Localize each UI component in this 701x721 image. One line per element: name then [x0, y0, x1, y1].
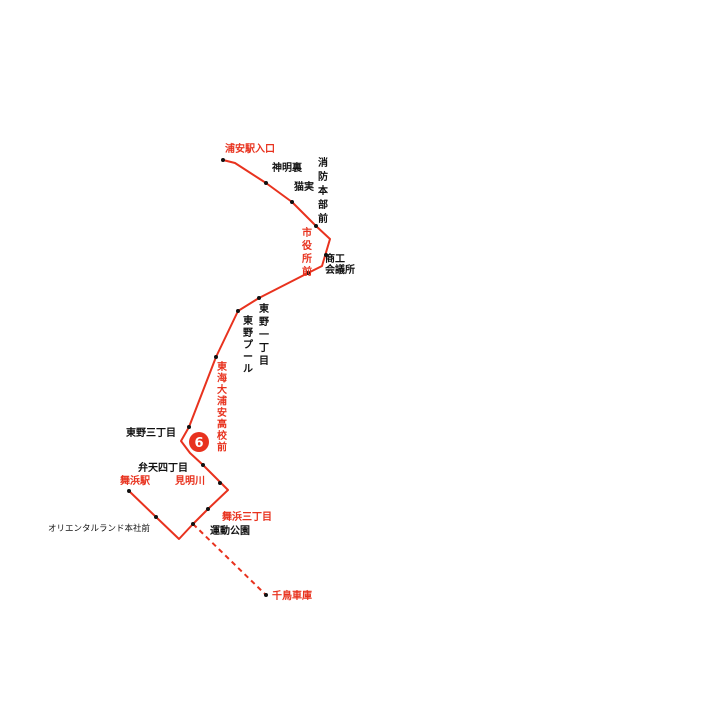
stop-label-higashino-1chome: 東野一丁目: [259, 302, 269, 367]
route-line: [128, 159, 331, 540]
stop-dot: [314, 224, 318, 228]
stop-label-shinmei-ura: 神明裏: [272, 161, 303, 174]
stop-label-higashino-pool: 東野プール: [243, 314, 254, 375]
stop-dot: [218, 481, 222, 485]
route-number-badge: 6: [189, 432, 209, 452]
stop-dot: [214, 355, 218, 359]
stop-label-shobo-honbu-mae: 消防本部前: [318, 156, 329, 225]
stop-dot: [324, 253, 328, 257]
stop-dot: [201, 463, 205, 467]
stop-dot: [264, 181, 268, 185]
stop-label-maihama-3chome: 舞浜三丁目: [222, 510, 272, 523]
stop-label-higashino-3chome: 東野三丁目: [126, 426, 176, 439]
stop-markers: [127, 158, 328, 597]
route-number: 6: [194, 436, 203, 451]
stop-label-kenmeigawa: 見明川: [174, 475, 205, 487]
stop-label-maihama-eki: 舞浜駅: [120, 474, 151, 487]
stop-label-undo-koen: 運動公園: [210, 524, 250, 537]
stop-dot: [290, 200, 294, 204]
stop-dot: [264, 593, 268, 597]
stop-label-neko-zane: 猫実: [294, 180, 314, 193]
stop-dot: [187, 425, 191, 429]
stop-label-benten-4chome: 弁天四丁目: [138, 461, 188, 474]
stop-dot: [306, 271, 310, 275]
stop-dot: [127, 489, 131, 493]
stop-label-oriental-land-honsha-mae: オリエンタルランド本社前: [48, 523, 151, 534]
depot-spur-line: [192, 523, 267, 596]
stop-dot: [206, 507, 210, 511]
stop-dot: [221, 158, 225, 162]
stop-dot: [236, 309, 240, 313]
stop-label-chidori-shako: 千鳥車庫: [272, 589, 312, 602]
stop-label-urayasu-eki-iriguchi: 浦安駅入口: [225, 142, 275, 155]
stop-dot: [191, 522, 195, 526]
stop-label-shoko-kaigisho: 商工会議所: [325, 252, 355, 276]
stop-dot: [154, 515, 158, 519]
stop-label-shiyakusho-mae: 市役所前: [302, 226, 313, 278]
stop-dot: [257, 296, 261, 300]
stop-label-tokai-dai-urayasu-koko-mae: 東海大浦安高校前: [217, 360, 228, 454]
